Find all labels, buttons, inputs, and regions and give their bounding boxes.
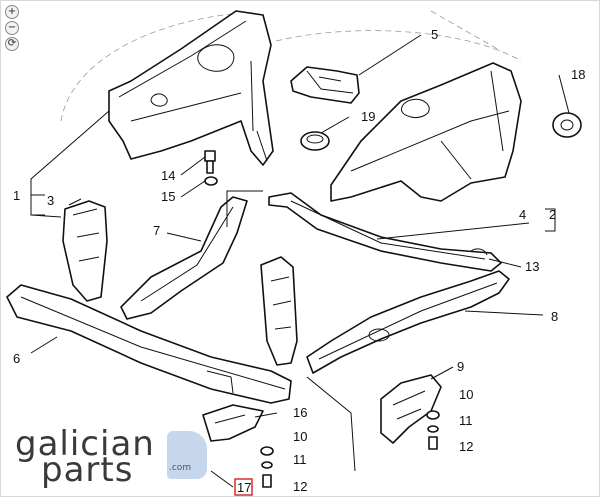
- part-7-inner-rail: [120, 196, 248, 320]
- leader-17: [210, 470, 234, 488]
- part-10-nut: [426, 410, 440, 420]
- callout-3[interactable]: 3: [47, 193, 54, 208]
- body-outline-ghost: [430, 10, 502, 52]
- zoom-reset-icon[interactable]: ⟳: [5, 37, 19, 51]
- callout-11[interactable]: 11: [459, 413, 473, 428]
- leader-14-15: [180, 156, 206, 198]
- callout-10[interactable]: 10: [293, 429, 307, 444]
- zoom-in-icon[interactable]: +: [5, 5, 19, 19]
- part-12-bolt: [262, 474, 272, 488]
- leader-3: [68, 198, 82, 206]
- callout-1[interactable]: 1: [13, 188, 20, 203]
- leader-1: [30, 110, 110, 218]
- part-9-bracket: [380, 374, 442, 444]
- callout-6[interactable]: 6: [13, 351, 20, 366]
- leader-18: [558, 74, 570, 114]
- leader-2-4: [376, 208, 556, 240]
- leader-7: [166, 232, 202, 242]
- body-outline-ghost: [275, 30, 522, 62]
- part-14-bolt: [204, 150, 216, 174]
- callout-13[interactable]: 13: [525, 259, 539, 274]
- leader-13: [488, 258, 522, 268]
- zoom-out-icon[interactable]: −: [5, 21, 19, 35]
- callout-11[interactable]: 11: [293, 452, 307, 467]
- callout-5[interactable]: 5: [431, 27, 438, 42]
- part-1-left-wheelhouse: [108, 10, 274, 166]
- part-10-nut: [260, 446, 274, 456]
- watermark-shape: [167, 431, 207, 479]
- part-4-center-bracket: [260, 256, 298, 366]
- callout-18[interactable]: 18: [571, 67, 585, 82]
- leader-19: [320, 116, 350, 134]
- watermark-line2: parts: [41, 450, 134, 490]
- callout-12[interactable]: 12: [293, 479, 307, 494]
- part-3-bracket: [62, 200, 108, 302]
- callout-4[interactable]: 4: [519, 207, 526, 222]
- part-8-right-rail: [306, 270, 510, 374]
- part-5-mount: [290, 66, 360, 104]
- leader-16: [254, 412, 278, 418]
- body-outline-ghost: [60, 12, 242, 122]
- part-16-bracket: [202, 404, 264, 442]
- highlight-box-17: [234, 478, 253, 496]
- part-11-washer: [261, 461, 273, 469]
- callout-2[interactable]: 2: [549, 207, 556, 222]
- callout-15[interactable]: 15: [161, 189, 175, 204]
- callout-8[interactable]: 8: [551, 309, 558, 324]
- part-4-13-side-rail: [268, 192, 502, 272]
- leader-bracket-upper: [226, 190, 263, 227]
- part-6-crossmember: [6, 284, 292, 404]
- watermark-suffix: .com: [169, 463, 192, 473]
- callout-9[interactable]: 9: [457, 359, 464, 374]
- part-2-right-wheelhouse: [330, 62, 522, 202]
- leader-8: [464, 310, 544, 316]
- leader-6: [30, 336, 58, 354]
- callout-7[interactable]: 7: [153, 223, 160, 238]
- watermark-logo: galician parts .com: [15, 424, 215, 489]
- part-11-washer: [427, 425, 439, 433]
- part-15-washer: [204, 176, 218, 186]
- leader-5: [358, 34, 422, 76]
- callout-19[interactable]: 19: [361, 109, 375, 124]
- callout-16[interactable]: 16: [293, 405, 307, 420]
- part-18-grommet: [552, 112, 582, 138]
- leader-9: [430, 366, 454, 380]
- callout-14[interactable]: 14: [161, 168, 175, 183]
- callout-10[interactable]: 10: [459, 387, 473, 402]
- part-12-bolt: [428, 436, 438, 450]
- watermark-line1: galician: [15, 424, 155, 464]
- callout-12[interactable]: 12: [459, 439, 473, 454]
- leader-bracket-right: [306, 376, 356, 472]
- callout-17[interactable]: 17: [237, 480, 251, 495]
